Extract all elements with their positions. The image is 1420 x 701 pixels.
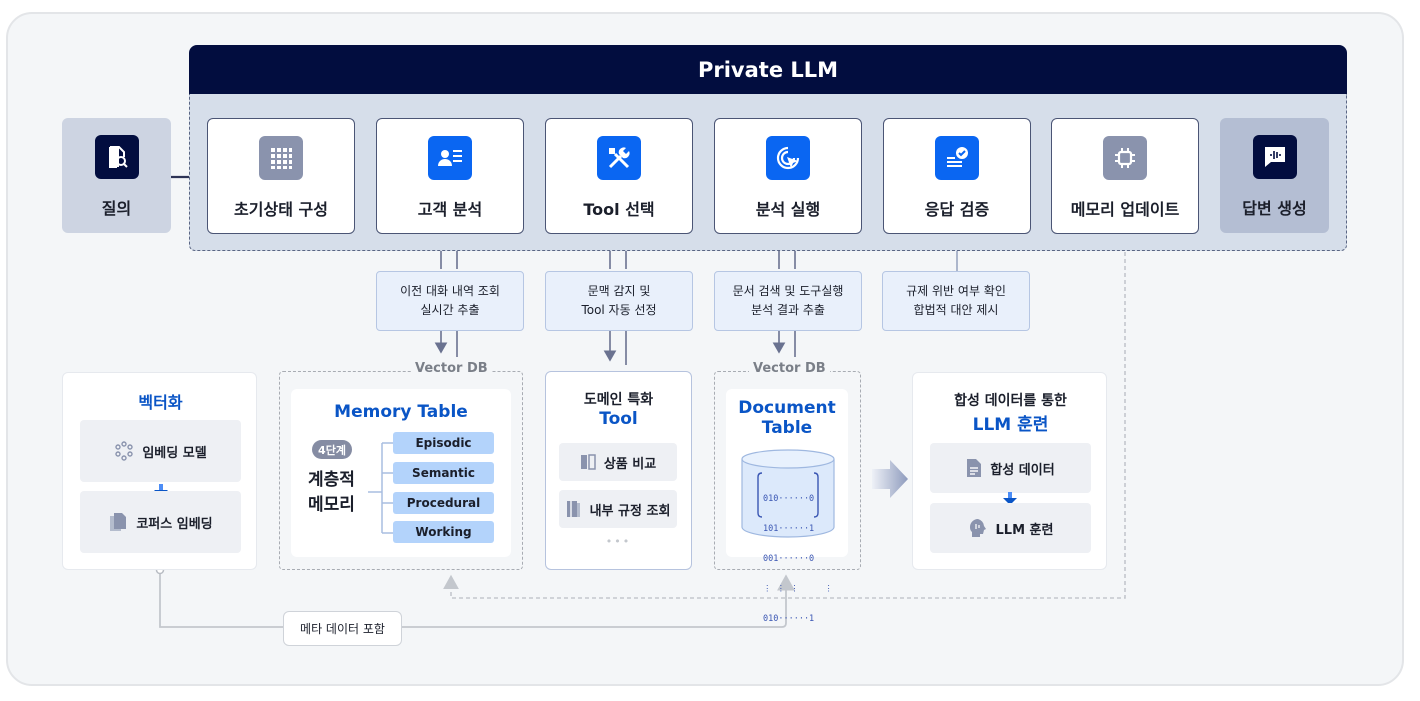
output-answer-node[interactable]: 답변 생성 [1220, 118, 1329, 233]
note-analysis-execution: 문서 검색 및 도구실행 분석 결과 추출 [714, 271, 862, 331]
grid-icon [259, 136, 303, 180]
step-memory-update[interactable]: 메모리 업데이트 [1051, 118, 1199, 234]
chip-icon [1103, 136, 1147, 180]
tool-item-label: 상품 비교 [603, 456, 657, 472]
checklist-icon [935, 136, 979, 180]
embedding-model-label: 임베딩 모델 [142, 445, 207, 461]
vectorization-title: 벡터화 [138, 393, 183, 412]
step-label: Tool 선택 [583, 200, 655, 219]
step-label: 메모리 업데이트 [1070, 200, 1180, 219]
output-label: 답변 생성 [1242, 199, 1307, 218]
tool-item-product-compare[interactable]: 상품 비교 [559, 443, 677, 481]
step-label: 응답 검증 [924, 200, 990, 219]
matrix-row: 101······1 [763, 524, 815, 534]
step-initial-state[interactable]: 초기상태 구성 [207, 118, 355, 234]
document-table-title-line2: Table [761, 418, 813, 438]
metadata-label: 메타 데이터 포함 [283, 611, 402, 646]
matrix-row: 010······1 [763, 614, 815, 624]
compare-icon [580, 454, 596, 470]
document-search-icon [94, 135, 139, 179]
step-label: 분석 실행 [755, 200, 821, 219]
document-table-title-line1: Document [738, 398, 836, 418]
file-icon [967, 459, 982, 477]
memory-item-procedural: Procedural [393, 492, 494, 514]
tools-icon [597, 136, 641, 180]
metadata-line [159, 574, 283, 628]
matrix-row: 001······0 [763, 554, 815, 564]
embedding-model-item: 임베딩 모델 [80, 420, 241, 482]
cursor-click-icon [766, 136, 810, 180]
voice-message-icon [1252, 135, 1297, 179]
step-label: 초기상태 구성 [234, 200, 328, 219]
step-customer-analysis[interactable]: 고객 분석 [376, 118, 524, 234]
hierarchical-memory-label-line1: 계층적 [308, 470, 355, 490]
llm-training-item: LLM 훈련 [930, 503, 1091, 553]
corpus-embedding-item: 코퍼스 임베딩 [80, 491, 241, 553]
domain-tool-title-line2: Tool [599, 409, 638, 429]
brain-head-icon [969, 519, 986, 537]
vectorization-card: 벡터화 임베딩 모델 코퍼스 임베딩 [62, 372, 257, 570]
training-title-line1: 합성 데이터를 통한 [954, 393, 1067, 409]
more-tools-ellipsis: ••• [605, 535, 632, 548]
step-analysis-execution[interactable]: 분석 실행 [714, 118, 862, 234]
llm-training-label: LLM 훈련 [995, 522, 1054, 538]
input-label: 질의 [101, 199, 132, 218]
synthetic-data-item: 합성 데이터 [930, 443, 1091, 493]
note-customer-analysis: 이전 대화 내역 조회 실시간 추출 [376, 271, 524, 331]
memory-tree-lines [368, 442, 394, 534]
corpus-embedding-label: 코퍼스 임베딩 [136, 516, 213, 532]
step-response-verification[interactable]: 응답 검증 [883, 118, 1031, 234]
note-tool-selection: 문맥 감지 및 Tool 자동 선정 [545, 271, 693, 331]
metadata-arrow [402, 574, 795, 628]
hierarchical-memory-label-line2: 메모리 [308, 495, 355, 515]
memory-vector-db-group [279, 371, 523, 570]
input-query-node[interactable]: 질의 [62, 118, 171, 233]
stage-badge: 4단계 [312, 440, 352, 459]
step-label: 고객 분석 [417, 200, 483, 219]
binary-matrix: 010······0 101······1 001······0 ⋮ ⋮ ⋮ ⋮… [763, 474, 833, 634]
matrix-row: ⋮ ⋮ ⋮ ⋮ [763, 584, 833, 594]
flow-arrow-icon [872, 460, 908, 498]
matrix-row: 010······0 [763, 494, 815, 504]
llm-training-card: 합성 데이터를 통한 LLM 훈련 합성 데이터 LLM 훈련 [912, 372, 1107, 570]
tool-item-label: 내부 규정 조회 [589, 503, 671, 519]
database-cylinder-icon [741, 449, 835, 538]
memory-item-working: Working [393, 521, 494, 543]
vector-db-label: Vector DB [411, 361, 492, 376]
memory-table-title: Memory Table [334, 402, 468, 422]
tool-item-internal-regulation[interactable]: 내부 규정 조회 [559, 490, 677, 528]
vector-db-label: Vector DB [749, 361, 830, 376]
step-tool-selection[interactable]: Tool 선택 [545, 118, 693, 234]
memory-item-semantic: Semantic [393, 462, 494, 484]
documents-icon [110, 513, 127, 531]
synthetic-data-label: 합성 데이터 [990, 462, 1055, 478]
private-llm-header: Private LLM [189, 45, 1347, 95]
memory-item-episodic: Episodic [393, 432, 494, 454]
memory-update-path [443, 238, 1126, 599]
embedding-dots-icon [115, 441, 134, 461]
note-response-verification: 규제 위반 여부 확인 합법적 대안 제시 [882, 271, 1030, 331]
user-profile-icon [428, 136, 472, 180]
book-icon [566, 501, 580, 517]
arrow-down-icon [1003, 491, 1017, 510]
training-title-line2: LLM 훈련 [972, 415, 1049, 435]
domain-tool-title-line1: 도메인 특화 [583, 392, 654, 408]
